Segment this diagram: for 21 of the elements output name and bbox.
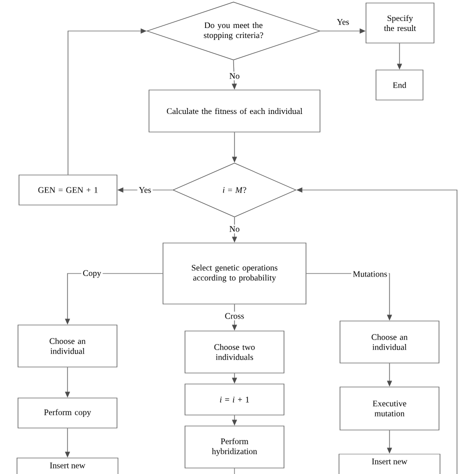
process-box: Calculate the fitness of each individual xyxy=(148,90,320,132)
process-box: GEN = GEN + 1 xyxy=(18,174,118,206)
process-box: Select genetic operations according to probability xyxy=(162,242,306,304)
process-box: Insert new xyxy=(338,454,440,474)
edge-label: Cross xyxy=(223,312,246,320)
edge-label: Mutations xyxy=(351,270,389,278)
process-box: Perform hybridization xyxy=(184,426,284,468)
process-box: Choose an individual xyxy=(340,320,440,364)
edge-label: Yes xyxy=(137,186,153,194)
process-box: i = i + 1 xyxy=(184,384,284,416)
process-box: Perform copy xyxy=(18,398,118,428)
edge-label: No xyxy=(228,224,242,234)
process-box: Choose an individual xyxy=(18,324,118,368)
process-box: Specify the result xyxy=(366,2,434,44)
edge-label: Copy xyxy=(81,268,103,280)
process-box: Insert new xyxy=(16,458,118,474)
process-box: Choose two individuals xyxy=(184,330,284,374)
process-box: End xyxy=(376,70,424,100)
edge-label: No xyxy=(228,72,242,80)
process-box: Executive mutation xyxy=(340,386,440,430)
edge-label: Yes xyxy=(335,18,351,26)
